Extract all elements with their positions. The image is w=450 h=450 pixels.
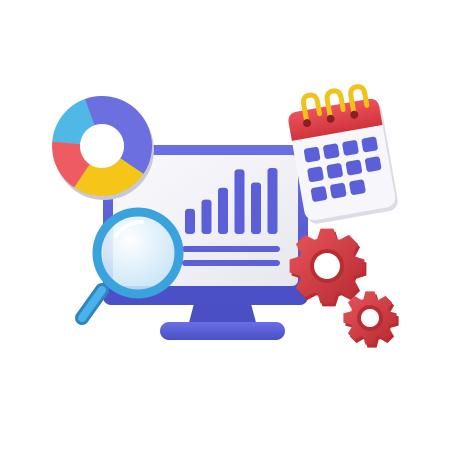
- calendar-hole: [326, 114, 335, 123]
- calendar-hole: [350, 110, 359, 119]
- magnifier-shine: [114, 220, 144, 238]
- gear-small: [343, 291, 399, 348]
- calendar-cell: [307, 166, 324, 183]
- calendar-cell: [330, 182, 347, 199]
- gears-icon: [289, 228, 399, 348]
- calendar-cell: [361, 136, 378, 153]
- donut-segment: [84, 95, 152, 174]
- gear-hole: [314, 253, 340, 279]
- bar: [218, 187, 228, 234]
- magnifier-handle-highlight: [78, 286, 106, 322]
- bar: [251, 182, 261, 234]
- bar-chart-icon: [185, 168, 278, 234]
- donut-segment: [52, 99, 95, 145]
- screen-line: [182, 260, 280, 266]
- magnifier-ring: [92, 207, 184, 299]
- calendar-cell: [345, 159, 363, 176]
- bar: [201, 199, 212, 234]
- bar: [185, 208, 195, 234]
- calendar-grid: [303, 136, 382, 202]
- calendar-ring: [300, 92, 323, 123]
- magnifier-icon: [75, 207, 184, 325]
- bar: [234, 169, 245, 234]
- monitor-base: [160, 322, 285, 340]
- calendar-hole: [303, 119, 312, 128]
- calendar-cell: [342, 140, 359, 156]
- calendar-icon: [288, 84, 398, 224]
- screen-text-lines: [182, 246, 280, 266]
- calendar-cell: [303, 146, 321, 163]
- gear-large: [289, 228, 367, 307]
- donut-hole: [80, 124, 124, 168]
- donut-segment: [52, 141, 90, 188]
- calendar-cell: [349, 179, 366, 195]
- calendar-cell: [326, 163, 343, 179]
- calendar-ring: [348, 84, 370, 115]
- donut-chart-icon: [52, 95, 154, 200]
- bar: [267, 168, 278, 234]
- calendar-cell: [323, 143, 340, 159]
- donut-segment: [74, 158, 144, 196]
- calendar-cell: [365, 156, 382, 172]
- calendar-ring: [324, 88, 346, 119]
- gear-hole: [361, 309, 379, 327]
- calendar-rings: [300, 84, 370, 128]
- calendar-header: [288, 98, 383, 141]
- calendar-cell: [310, 186, 328, 202]
- screen-line: [182, 246, 280, 252]
